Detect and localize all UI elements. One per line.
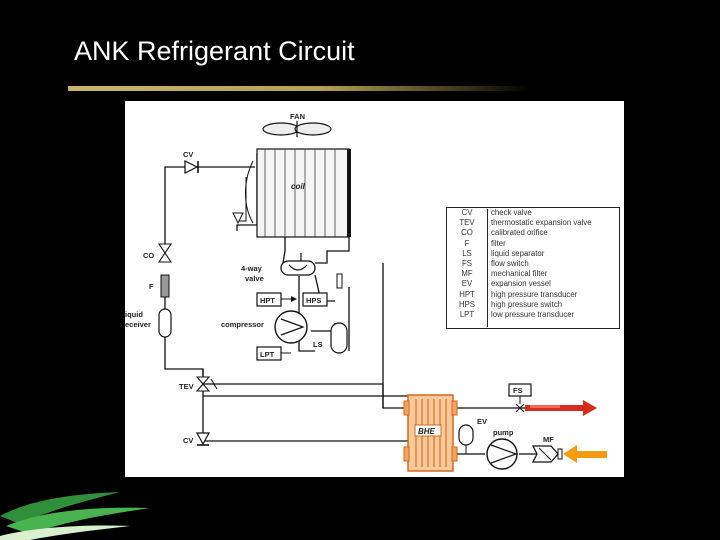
legend-abbr: MF (461, 269, 473, 279)
refrigerant-circuit-diagram: FAN coil CV (125, 101, 624, 477)
legend-row: LPT low pressure transducer (447, 310, 619, 320)
legend-row: EV expansion vessel (447, 279, 619, 289)
tev-icon (195, 376, 218, 392)
legend-row: CO calibrated orifice (447, 228, 619, 238)
flow-switch-box (508, 383, 532, 413)
legend-abbr: CO (461, 228, 473, 238)
legend-row: MF mechanical filter (447, 269, 619, 279)
legend-abbr: HPS (458, 299, 476, 309)
four-way-valve-icon (280, 253, 316, 276)
legend-abbr: EV (461, 279, 473, 289)
calibrated-orifice-icon (157, 243, 173, 263)
label-fs: FS (513, 386, 523, 395)
label-compressor: compressor (221, 320, 264, 329)
legend-row: LS liquid separator (447, 249, 619, 259)
legend-desc: check valve (491, 208, 532, 217)
label-lpt: LPT (260, 350, 275, 359)
label-4way-1: 4-way (241, 264, 263, 273)
legend-abbr: HPT (459, 289, 475, 299)
circuit-schematic: FAN coil CV (125, 112, 607, 472)
slide-title: ANK Refrigerant Circuit (74, 36, 355, 66)
compressor-icon (274, 310, 308, 344)
legend-desc: high pressure transducer (491, 289, 578, 299)
label-filter: F (149, 282, 154, 291)
label-liquid-receiver-2: eceiver (125, 320, 151, 329)
label-fan: FAN (290, 112, 305, 121)
legend-desc: mechanical filter (491, 269, 548, 279)
legend-desc: high pressure switch (491, 299, 563, 309)
label-ev: EV (477, 417, 487, 426)
label-ls: LS (313, 340, 323, 349)
label-cv-bottom: CV (183, 436, 193, 445)
sensor-4way-right (336, 273, 343, 289)
legend-desc: flow switch (491, 258, 529, 268)
lpt-box (256, 346, 291, 361)
legend-abbr: LPT (459, 309, 475, 319)
label-co: CO (143, 251, 154, 260)
company-logo-icon (0, 492, 150, 540)
hpt-box (256, 292, 297, 307)
legend-desc: thermostatic expansion valve (491, 218, 592, 228)
legend-row: HPT high pressure transducer (447, 290, 619, 300)
pipe-top-left (164, 166, 237, 253)
water-out-arrow (525, 400, 597, 416)
legend-abbr: TEV (459, 218, 475, 228)
legend-desc: filter (491, 238, 506, 248)
liquid-receiver-icon (158, 308, 172, 338)
legend-abbr: FS (462, 258, 472, 268)
legend-row: TEV thermostatic expansion valve (447, 218, 619, 228)
label-mf: MF (543, 435, 554, 444)
title-underline (68, 86, 530, 91)
legend-row: HPS high pressure switch (447, 300, 619, 310)
legend-desc: calibrated orifice (491, 228, 548, 238)
expansion-vessel-icon (458, 424, 474, 454)
label-hpt: HPT (260, 296, 275, 305)
label-pump: pump (493, 428, 514, 437)
coil-icon (232, 148, 351, 238)
water-in-arrow (563, 445, 607, 463)
legend-row: FS flow switch (447, 259, 619, 269)
legend-abbr: LS (462, 248, 472, 258)
label-4way-2: valve (245, 274, 264, 283)
filter-icon (160, 274, 170, 298)
check-valve-top-icon (184, 160, 199, 174)
check-valve-bottom-icon (195, 432, 211, 446)
legend-abbr: F (464, 238, 470, 248)
label-liquid-receiver-1: iquid (125, 310, 143, 319)
label-hps: HPS (306, 296, 321, 305)
legend-divider (487, 209, 488, 327)
pipe-4way-lpt (298, 276, 315, 352)
fan-icon (262, 121, 332, 137)
mechanical-filter-icon (532, 445, 563, 463)
label-coil: coil (291, 182, 306, 191)
legend-desc: expansion vessel (491, 279, 551, 289)
legend-desc: liquid separator (491, 248, 545, 258)
legend-row: CV check valve (447, 208, 619, 218)
liquid-separator-icon (330, 322, 348, 354)
label-cv-top: CV (183, 150, 193, 159)
pump-icon (486, 438, 518, 470)
bhe-icon (403, 394, 458, 472)
hps-box (302, 292, 328, 307)
label-bhe: BHE (418, 427, 436, 436)
legend-abbr: CV (461, 208, 473, 217)
label-tev: TEV (179, 382, 194, 391)
legend-desc: low pressure transducer (491, 309, 575, 319)
